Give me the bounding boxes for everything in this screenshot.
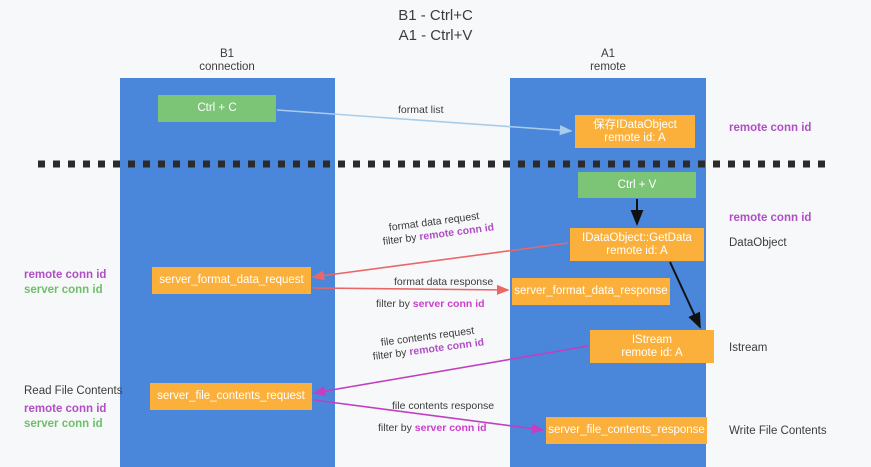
node-server-file-contents-response[interactable]: server_file_contents_response [546,417,707,444]
annotation-left-server-conn-id-2: server conn id [24,418,103,430]
filter-prefix: filter by [376,298,413,310]
arrow-format-data-response [312,284,510,296]
annotation-istream: Istream [729,342,768,354]
node-idataobject[interactable]: 保存IDataObject remote id: A [575,115,695,148]
label-format-data-response: format data response [394,276,494,288]
arrow-file-contents-request [312,345,589,397]
filter-key-server-conn-id: server conn id [412,298,485,310]
label-file-contents-response: file contents response [392,400,495,412]
filter-key-server-conn-id: server conn id [414,422,487,434]
node-server-file-contents-request[interactable]: server_file_contents_request [150,383,312,410]
label-format-list: format list [398,104,444,116]
node-ctrl-c[interactable]: Ctrl + C [158,95,276,122]
lane-header-a1: A1 remote [590,48,626,73]
annotation-write-file-contents: Write File Contents [729,425,827,437]
node-server-format-data-response[interactable]: server_format_data_response [512,278,670,305]
annotation-left-conn-ids: remote conn id server conn id [24,268,106,298]
arrow-format-data-request [311,242,569,281]
filter-prefix: filter by [378,422,415,434]
annotation-remote-conn-id-mid: remote conn id [729,212,812,224]
label-format-data-response-filter: filter by server conn id [376,297,485,311]
node-istream[interactable]: IStream remote id: A [590,330,714,363]
node-idataobject-getdata[interactable]: IDataObject::GetData remote id: A [570,228,704,261]
page-title: B1 - Ctrl+C A1 - Ctrl+V [398,7,473,44]
annotation-read-file-contents: Read File Contents [24,385,123,397]
arrow-getdata-to-istream [669,261,701,329]
arrow-format-list [276,109,573,136]
annotation-remote-conn-id-top: remote conn id [729,122,812,134]
annotation-left-remote-conn-id-2: remote conn id [24,403,107,415]
lane-header-b1: B1 connection [199,48,255,73]
arrow-file-contents-response [313,399,545,434]
annotation-left-server-conn-id: server conn id [24,284,103,296]
annotation-left-remote-conn-id: remote conn id [24,269,107,281]
node-ctrl-v[interactable]: Ctrl + V [578,172,696,198]
label-file-contents-response-filter: filter by server conn id [378,421,487,435]
annotation-left-conn-ids-2: remote conn id server conn id [24,402,106,432]
node-server-format-data-request[interactable]: server_format_data_request [152,267,311,294]
annotation-dataobject: DataObject [729,237,787,249]
